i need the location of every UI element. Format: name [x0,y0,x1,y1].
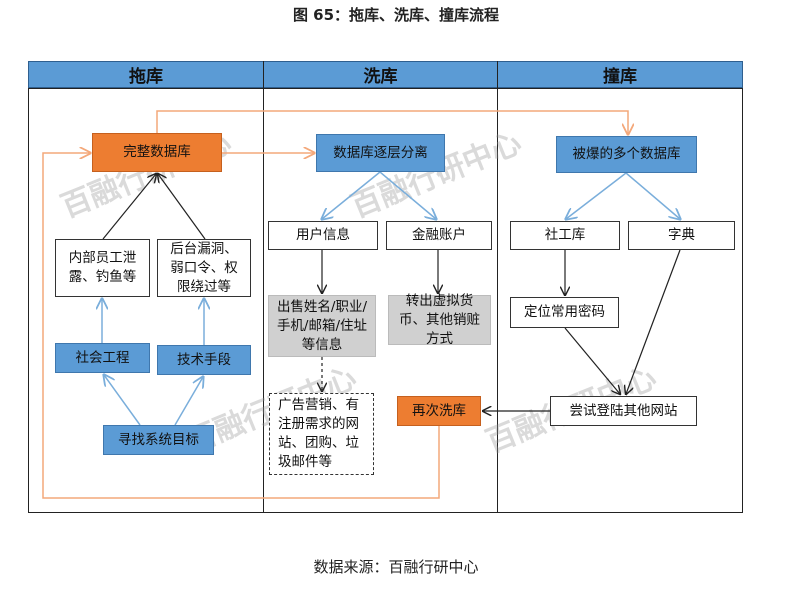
column-divider [263,61,264,513]
try-login-box: 尝试登陆其他网站 [550,396,697,426]
leaked-databases-box: 被爆的多个数据库 [556,136,697,173]
rewash-box: 再次洗库 [397,396,481,426]
column-header-stuff: 撞库 [497,61,743,88]
source-note: 数据来源：百融行研中心 [313,558,479,576]
layer-separation-box: 数据库逐层分离 [316,134,445,172]
diagram-frame [28,88,743,513]
backend-vuln-box: 后台漏洞、弱口令、权限绕过等 [157,239,251,297]
find-target-box: 寻找系统目标 [103,425,214,455]
technical-means-box: 技术手段 [157,345,251,375]
dictionary-box: 字典 [628,221,735,250]
full-database-box: 完整数据库 [92,133,222,172]
social-engineering-box: 社会工程 [55,343,150,373]
insider-leak-box: 内部员工泄露、钓鱼等 [55,239,150,297]
user-info-box: 用户信息 [268,221,378,250]
sell-info-box: 出售姓名/职业/手机/邮箱/住址等信息 [268,295,376,357]
figure-title: 图 65：拖库、洗库、撞库流程 [292,6,500,24]
financial-account-box: 金融账户 [386,221,492,250]
locate-password-box: 定位常用密码 [510,297,619,328]
column-divider [497,61,498,513]
transfer-currency-box: 转出虚拟货币、其他销赃方式 [388,293,491,347]
social-db-box: 社工库 [510,221,620,250]
ads-spam-box: 广告营销、有注册需求的网站、团购、垃圾邮件等 [269,393,374,475]
